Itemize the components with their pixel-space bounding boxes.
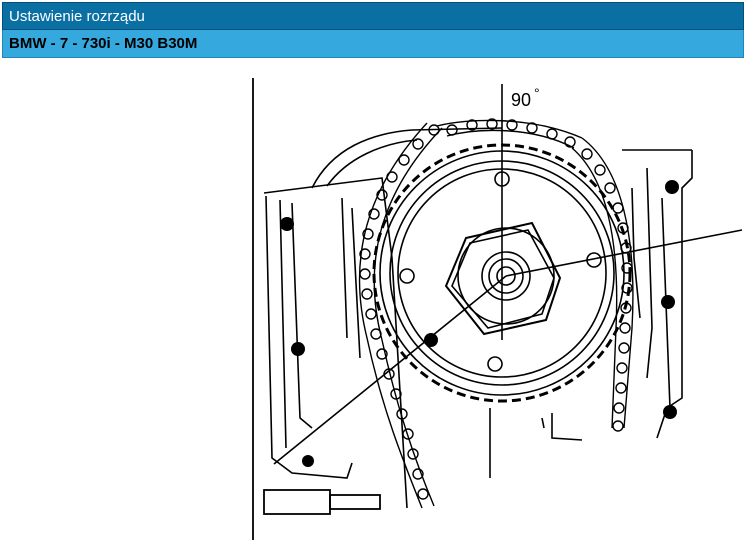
degree-symbol: ° — [534, 85, 540, 101]
vehicle-label: BMW - 7 - 730i - M30 B30M — [9, 35, 198, 52]
page-title-bar: Ustawienie rozrządu — [2, 2, 744, 30]
vehicle-bar: BMW - 7 - 730i - M30 B30M — [2, 30, 744, 58]
timing-chain-sprocket-illustration: 90 ° — [252, 78, 743, 540]
angle-label: 90 — [511, 90, 531, 110]
timing-diagram: 90 ° — [252, 78, 745, 540]
page-title: Ustawienie rozrządu — [9, 8, 145, 25]
